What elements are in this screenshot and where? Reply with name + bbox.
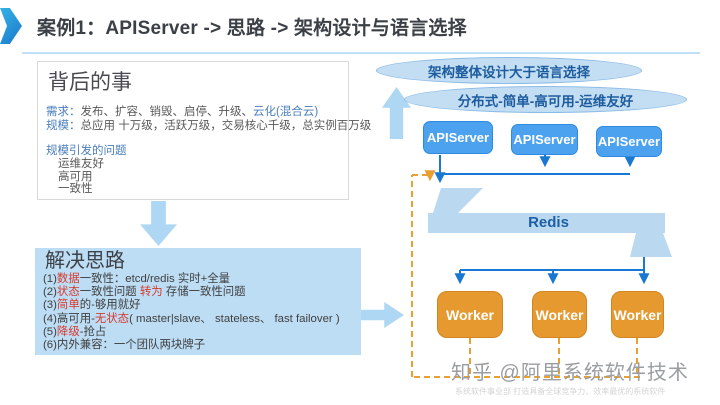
solution-item: (5)降级-抢占	[43, 326, 353, 339]
item-rest: 内外兼容：一个团队两块牌子	[56, 339, 206, 352]
solution-item: (1)数据一致性：etcd/redis 实时+全量	[43, 273, 353, 286]
background-facts-panel: 背后的事 需求：发布、扩容、销毁、启停、升级、云化(混合云) 规模：总应用 十万…	[37, 61, 371, 200]
facts-line-scale: 规模：总应用 十万级，活跃万级，交易核心千级，总实例百万级	[46, 119, 371, 133]
solution-item: (6)内外兼容：一个团队两块牌子	[43, 339, 353, 352]
item-red: 无状态	[94, 312, 130, 325]
scale-body: 总应用 十万级，活跃万级，交易核心千级，总实例百万级	[80, 120, 372, 132]
page-title: 案例1：APIServer -> 思路 -> 架构设计与语言选择	[37, 18, 467, 39]
title-divider	[22, 52, 700, 54]
problem-item: 一致性	[58, 183, 93, 195]
worker-node: Worker	[611, 291, 664, 338]
solution-item: (3)简单的-够用就好	[43, 299, 353, 312]
demand-highlight: 云化(混合云)	[253, 106, 319, 118]
down-arrow	[140, 201, 177, 246]
solution-item: (4)高可用-无状态( master|slave、 stateless、 fas…	[43, 313, 353, 326]
item-rest: -抢占	[79, 325, 107, 338]
right-arrow	[357, 302, 404, 328]
item-rest: 存储一致性问题	[162, 286, 246, 299]
item-red: 降级	[56, 325, 80, 338]
solution-panel: 解决思路 (1)数据一致性：etcd/redis 实时+全量 (2)状态一致性问…	[35, 248, 361, 355]
orange-feedback-loop	[411, 174, 640, 378]
demand-label: 需求：	[46, 106, 81, 118]
worker-node: Worker	[532, 291, 587, 338]
solution-item: (2)状态一致性问题 转为 存储一致性问题	[43, 286, 353, 299]
item-pre: (3)	[43, 299, 57, 312]
item-rest: 的-够用就好	[79, 299, 141, 312]
item-rest: ( master|slave、 stateless、 fast failover…	[129, 312, 340, 325]
item-red: 转为	[139, 286, 163, 299]
apiserver-node: APIServer	[423, 121, 493, 154]
item-pre: (6)	[43, 339, 57, 352]
facts-line-demand: 需求：发布、扩容、销毁、启停、升级、云化(混合云)	[46, 105, 340, 119]
solution-panel-title: 解决思路	[45, 250, 125, 272]
item-pre: (2)	[43, 286, 57, 299]
item-red: 简单	[56, 299, 80, 312]
slide-title-arrow-icon	[0, 8, 22, 44]
item-mid: 一致性问题	[79, 286, 140, 299]
watermark-slogan: 系统软件事业部 打造具备全球竞争力、效率最优的系统软件	[455, 387, 666, 396]
facts-panel-title: 背后的事	[48, 71, 132, 94]
item-rest: 一致性：etcd/redis 实时+全量	[79, 273, 231, 285]
item-pre: (4)高可用-	[43, 312, 95, 325]
apiserver-node: APIServer	[511, 124, 578, 155]
apiserver-node: APIServer	[596, 126, 662, 157]
problem-item: 运维友好	[58, 158, 104, 170]
item-pre: (5)	[43, 325, 57, 338]
demand-body: 发布、扩容、销毁、启停、升级、	[80, 106, 254, 118]
watermark: 知乎 @阿里系统软件技术	[451, 362, 689, 384]
facts-subtitle: 规模引发的问题	[46, 145, 127, 157]
worker-node: Worker	[437, 291, 503, 338]
item-red: 状态	[56, 286, 80, 299]
redis-label: Redis	[528, 214, 569, 231]
up-arrow	[382, 87, 411, 139]
conclusion-oval-architecture: 架构整体设计大于语言选择	[376, 57, 642, 84]
item-red: 数据	[56, 273, 80, 285]
scale-label: 规模：	[46, 120, 81, 132]
item-pre: (1)	[43, 273, 57, 285]
conclusion-oval-principles: 分布式-简单-高可用-运维友好	[404, 86, 687, 113]
problem-item: 高可用	[58, 170, 93, 183]
